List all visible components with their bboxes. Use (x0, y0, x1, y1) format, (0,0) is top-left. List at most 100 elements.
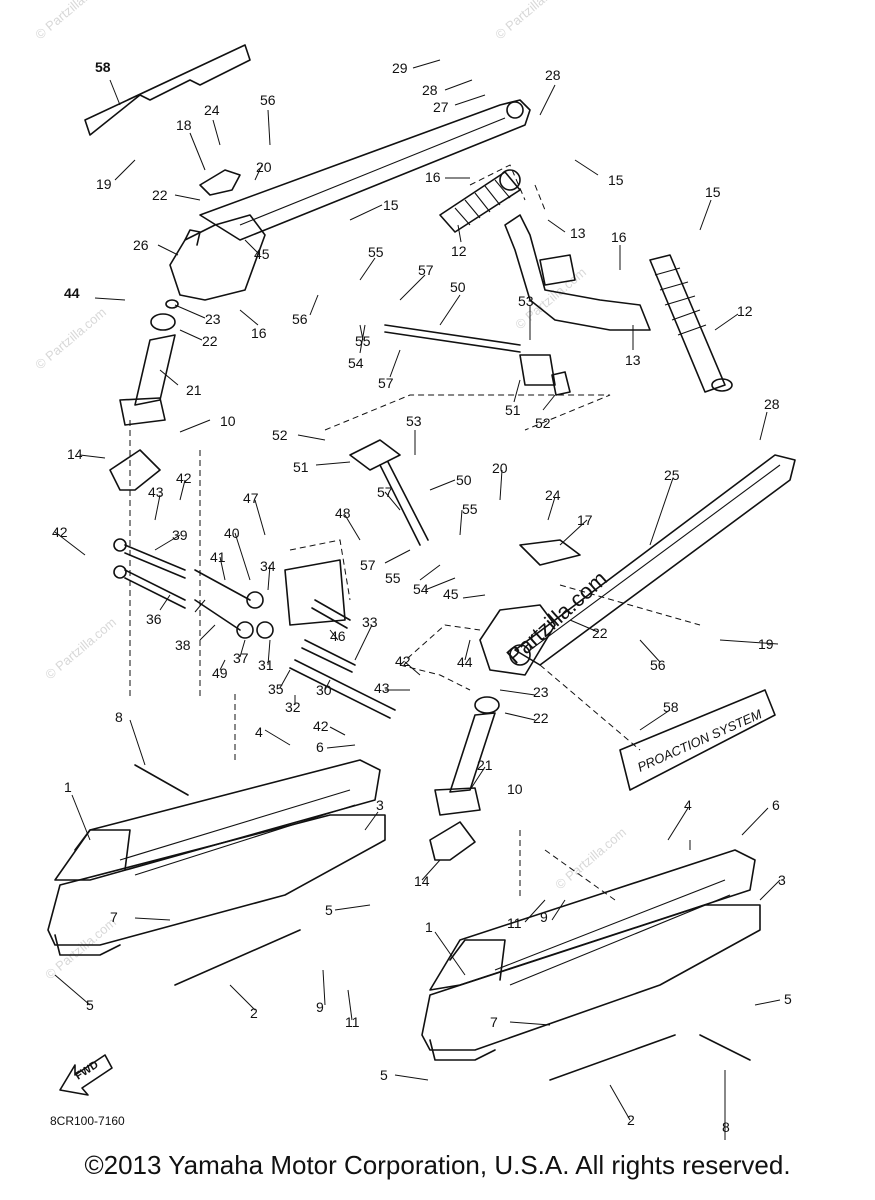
callout-41: 41 (210, 549, 226, 565)
callout-14: 14 (67, 446, 83, 462)
callout-4: 4 (684, 797, 692, 813)
callout-12: 12 (737, 303, 753, 319)
callout-32: 32 (285, 699, 301, 715)
callout-54: 54 (348, 355, 364, 371)
callout-8: 8 (722, 1119, 730, 1135)
decal-proaction: PROACTION SYSTEM (619, 689, 776, 791)
bell-crank (504, 214, 651, 331)
bracket-right (519, 539, 581, 566)
callout-9: 9 (316, 999, 324, 1015)
callout-16: 16 (251, 325, 267, 341)
callout-45: 45 (443, 586, 459, 602)
watermark: © Partzilla.com (492, 0, 569, 42)
callout-15: 15 (705, 184, 721, 200)
watermark: © Partzilla.com (32, 304, 109, 372)
callout-28: 28 (422, 82, 438, 98)
drawing-code: 8CR100-7160 (50, 1114, 125, 1128)
callout-44: 44 (457, 654, 473, 670)
callout-9: 9 (540, 909, 548, 925)
callout-38: 38 (175, 637, 191, 653)
callout-4: 4 (255, 724, 263, 740)
bolt-8-right (699, 1034, 751, 1061)
callout-58: 58 (663, 699, 679, 715)
callout-22: 22 (152, 187, 168, 203)
callout-13: 13 (570, 225, 586, 241)
callout-34: 34 (260, 558, 276, 574)
callout-2: 2 (627, 1112, 635, 1128)
callout-23: 23 (205, 311, 221, 327)
callout-15: 15 (383, 197, 399, 213)
callout-43: 43 (148, 484, 164, 500)
callout-26: 26 (133, 237, 149, 253)
spindle-upper (134, 334, 176, 406)
ski-left (47, 759, 386, 986)
callout-19: 19 (758, 636, 774, 652)
callout-1: 1 (425, 919, 433, 935)
callout-12: 12 (451, 243, 467, 259)
rod-33 (301, 639, 356, 673)
copyright-footer: ©2013 Yamaha Motor Corporation, U.S.A. A… (84, 1150, 791, 1180)
callout-56: 56 (292, 311, 308, 327)
callout-2: 2 (250, 1005, 258, 1021)
callout-53: 53 (406, 413, 422, 429)
callout-31: 31 (258, 657, 274, 673)
watermark: © Partzilla.com (42, 914, 119, 982)
callout-35: 35 (268, 681, 284, 697)
watermarks: © Partzilla.com © Partzilla.com © Partzi… (32, 0, 629, 982)
callout-13: 13 (625, 352, 641, 368)
callout-50: 50 (450, 279, 466, 295)
callout-56: 56 (650, 657, 666, 673)
callout-37: 37 (233, 650, 249, 666)
bracket-mid-right (479, 604, 556, 676)
callout-40: 40 (224, 525, 240, 541)
callout-10: 10 (220, 413, 236, 429)
decal-strip (84, 44, 251, 136)
callout-23: 23 (533, 684, 549, 700)
callout-33: 33 (362, 614, 378, 630)
callout-36: 36 (146, 611, 162, 627)
callout-5: 5 (784, 991, 792, 1007)
callout-14: 14 (414, 873, 430, 889)
callout-47: 47 (243, 490, 259, 506)
callout-45: 45 (254, 246, 270, 262)
callout-49: 49 (212, 665, 228, 681)
callout-24: 24 (545, 487, 561, 503)
callout-11: 11 (507, 915, 522, 931)
callout-28: 28 (545, 67, 561, 83)
callout-22: 22 (202, 333, 218, 349)
callout-58: 58 (95, 59, 111, 75)
callout-42: 42 (176, 470, 192, 486)
callout-56: 56 (260, 92, 276, 108)
callout-57: 57 (360, 557, 376, 573)
callout-7: 7 (110, 909, 118, 925)
rod-30 (289, 659, 396, 719)
spindle-right (449, 712, 496, 793)
shock-absorber-left (439, 169, 521, 233)
callout-10: 10 (507, 781, 523, 797)
callout-57: 57 (418, 262, 434, 278)
callout-27: 27 (433, 99, 449, 115)
shock-absorber-right (649, 254, 733, 393)
link-rod-mid (379, 461, 429, 546)
callout-44: 44 (64, 285, 80, 301)
callout-55: 55 (355, 333, 371, 349)
callout-42: 42 (395, 653, 411, 669)
callout-5: 5 (325, 902, 333, 918)
callout-43: 43 (374, 680, 390, 696)
callout-16: 16 (611, 229, 627, 245)
callout-11: 11 (345, 1014, 360, 1030)
callout-5: 5 (86, 997, 94, 1013)
callout-46: 46 (330, 628, 346, 644)
callout-7: 7 (490, 1014, 498, 1030)
callout-20: 20 (256, 159, 272, 175)
callout-30: 30 (316, 682, 332, 698)
callout-42: 42 (52, 524, 68, 540)
ski-right (421, 849, 761, 1081)
callout-55: 55 (368, 244, 384, 260)
callout-48: 48 (335, 505, 351, 521)
callout-6: 6 (772, 797, 780, 813)
bracket-upper-left (169, 214, 266, 301)
long-arm-right (514, 454, 796, 666)
callout-22: 22 (533, 710, 549, 726)
callout-6: 6 (316, 739, 324, 755)
